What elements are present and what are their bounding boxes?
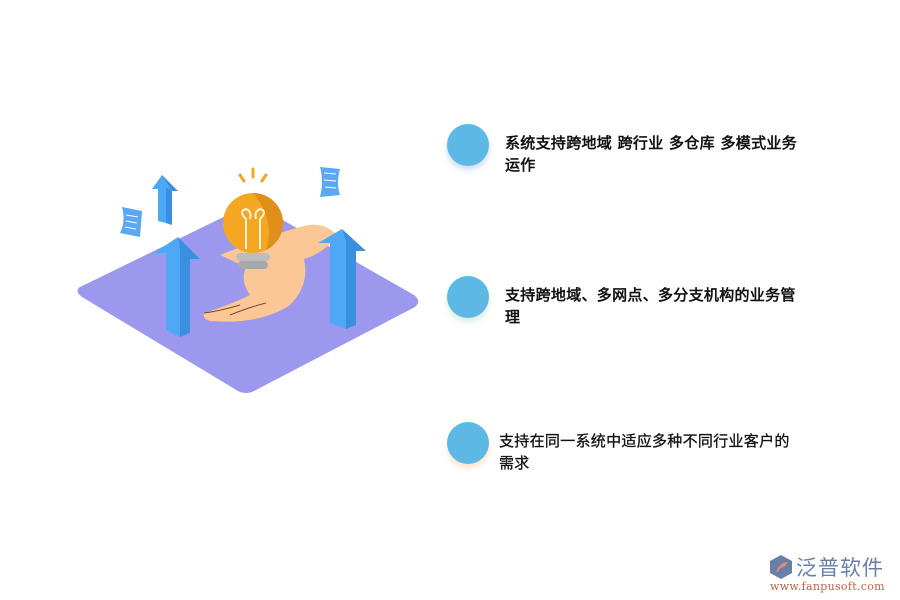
- idea-hand-illustration: [77, 167, 419, 393]
- light-bulb-icon: [223, 167, 283, 269]
- hand-icon: [203, 224, 340, 322]
- fanpu-logo-icon: [770, 555, 792, 579]
- bullet-dot-icon: [447, 124, 489, 166]
- feature-item-1: 系统支持跨地域 跨行业 多仓库 多模式业务运作: [447, 124, 827, 184]
- feature-item-2: 支持跨地域、多网点、多分支机构的业务管理: [447, 276, 827, 336]
- illustration: [70, 155, 430, 405]
- paper-icon: [120, 207, 142, 237]
- arrow-up-icon: [318, 229, 366, 329]
- paper-icon: [320, 167, 340, 197]
- feature-text: 系统支持跨地域 跨行业 多仓库 多模式业务运作: [505, 134, 797, 174]
- bullet-dot-icon: [447, 422, 489, 464]
- brand-url: www.fanpusoft.com: [770, 580, 885, 593]
- feature-text: 支持在同一系统中适应多种不同行业客户的需求: [499, 432, 790, 472]
- brand-name: 泛普软件: [796, 556, 884, 580]
- arrow-up-icon: [152, 175, 178, 225]
- feature-item-3: 支持在同一系统中适应多种不同行业客户的需求: [447, 422, 827, 482]
- arrow-up-icon: [154, 237, 200, 337]
- feature-text: 支持跨地域、多网点、多分支机构的业务管理: [505, 286, 796, 326]
- brand-logo: 泛普软件 www.fanpusoft.com: [768, 552, 898, 597]
- bullet-dot-icon: [447, 276, 489, 318]
